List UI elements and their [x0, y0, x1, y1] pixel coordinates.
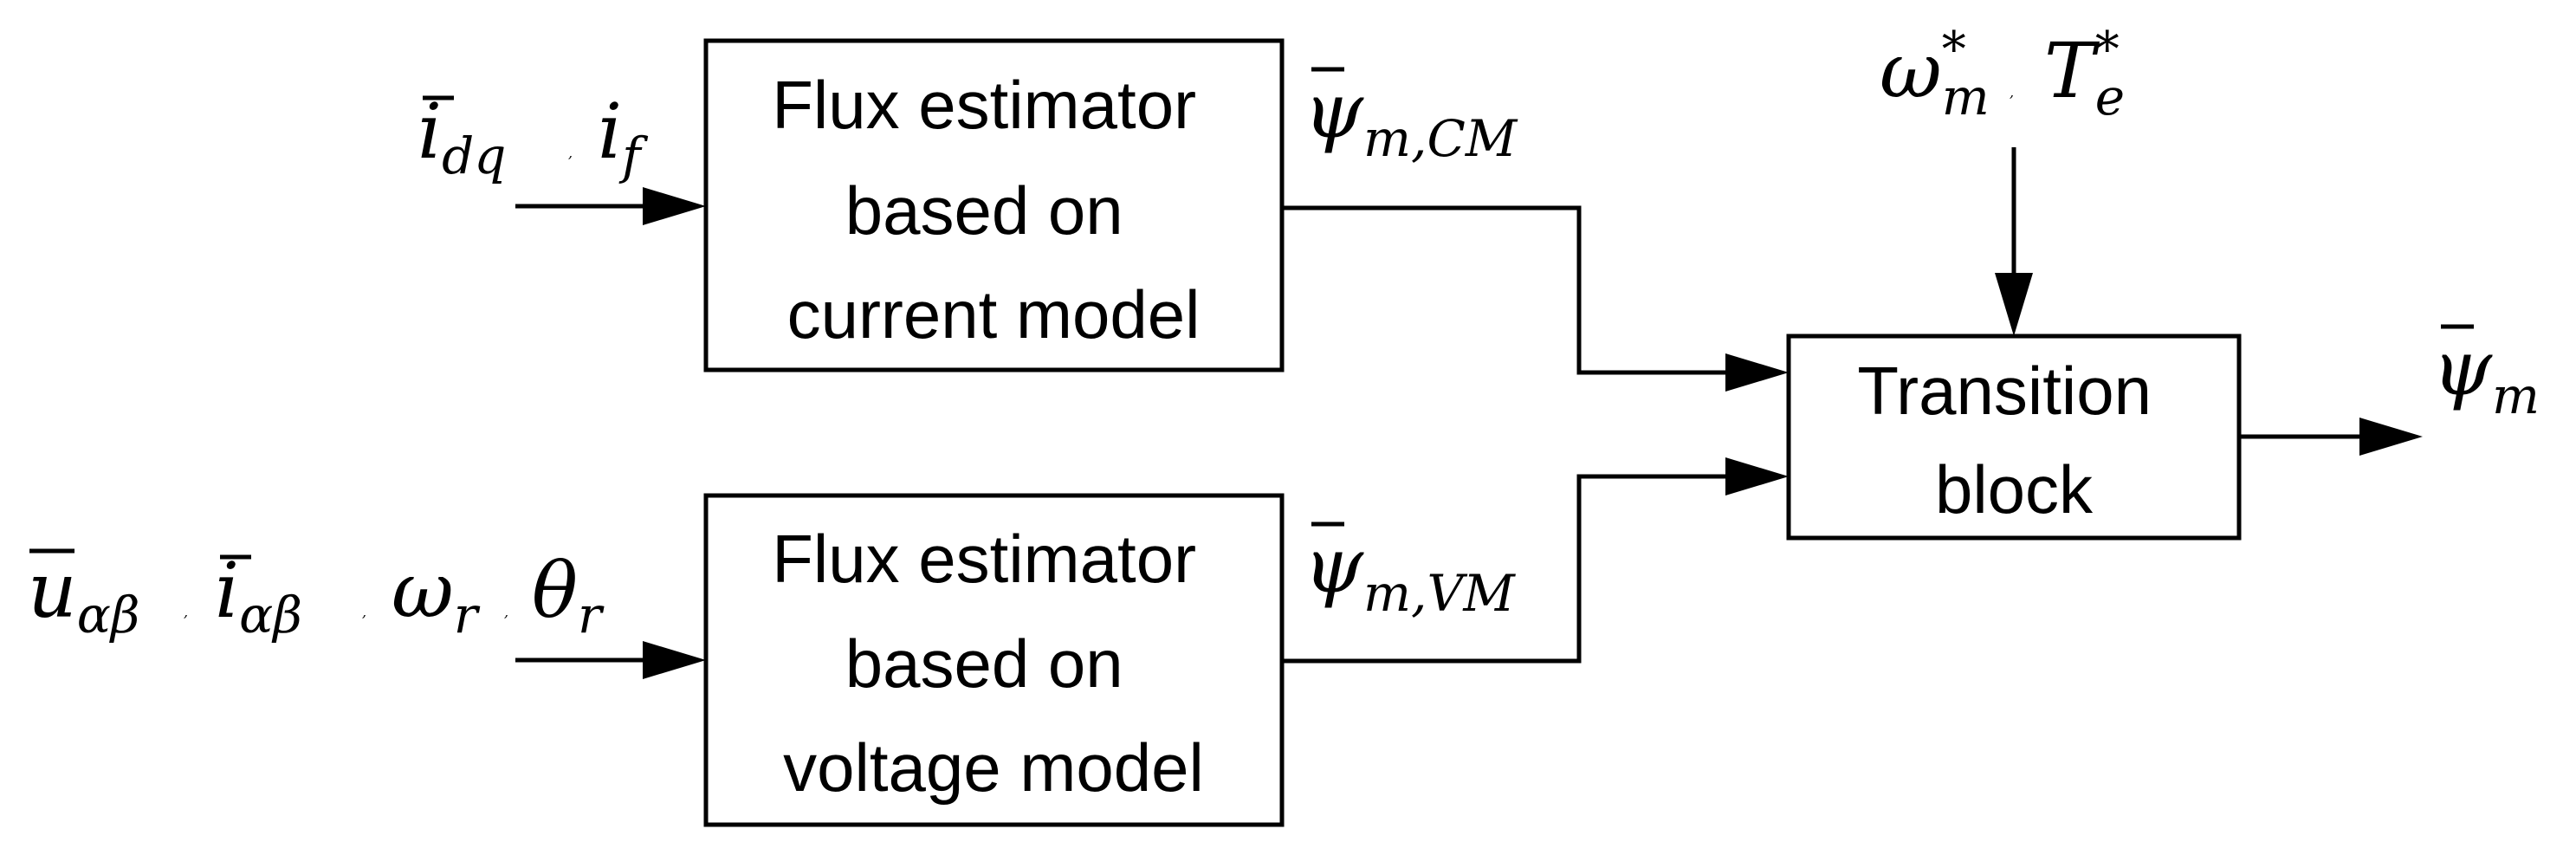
cm-input-term-1-base: i: [417, 87, 442, 176]
vm-input-term-2-sub: αβ: [239, 586, 302, 644]
cm-block-line-3: current model: [787, 276, 1201, 353]
vm-input-separator-2: ,: [362, 604, 366, 620]
vm-input-arrow: [515, 641, 706, 679]
svg-text:Flux estimator based on: Flux estimator based on current model: [772, 67, 1214, 353]
vm-input-separator-1: ,: [184, 604, 188, 620]
cm-input-separator: ,: [568, 145, 573, 161]
vm-block-line-3: voltage model: [783, 729, 1204, 806]
svg-text:ψm,VM: ψm,VM: [1304, 521, 1516, 623]
reference-input-arrow: [1995, 147, 2033, 336]
vm-input-term-4-base: θ: [532, 546, 578, 635]
reference-term-2-sub: e: [2095, 68, 2125, 126]
svg-text:Transition block: Transition block: [1857, 353, 2170, 528]
cm-block-line-1: Flux estimator: [772, 67, 1196, 143]
reference-term-2-sup: *: [2095, 22, 2120, 78]
cm-input-label: idq , if: [417, 87, 649, 185]
vm-input-term-4-sub: r: [578, 586, 605, 644]
reference-term-1-sup: *: [1942, 22, 1966, 78]
cm-input-term-2-sub: f: [618, 126, 649, 185]
final-output-arrow: [2239, 418, 2423, 456]
vm-input-label: uαβ , iαβ , ωr , θr: [28, 546, 605, 644]
svg-text:T*e: T*e: [2044, 22, 2125, 126]
vm-input-term-3-sub: r: [454, 586, 481, 644]
vm-input-term-3-base: ω: [392, 546, 454, 635]
vm-input-term-2-base: i: [215, 546, 239, 635]
transition-block-line-2: block: [1935, 451, 2094, 528]
cm-input-term-2-base: i: [598, 87, 622, 176]
vm-block-line-2: based on: [845, 625, 1123, 702]
svg-text:uαβ: uαβ: [28, 546, 139, 644]
cm-output-label: ψm,CM: [1304, 66, 1518, 168]
reference-term-1-base: ω: [1880, 26, 1942, 115]
voltage-model-estimator-block: Flux estimator based on voltage model: [703, 493, 1285, 827]
reference-term-1-sub: m: [1942, 68, 1990, 126]
transition-block: Transition block: [1786, 334, 2242, 541]
svg-text:ψm: ψm: [2432, 323, 2540, 425]
svg-text:ω*m: ω*m: [1880, 22, 1990, 126]
svg-text:idq: idq: [417, 87, 506, 185]
vm-input-term-1-sub: αβ: [77, 586, 140, 644]
final-output-sub: m: [2492, 366, 2540, 425]
cm-output-sub: m,CM: [1363, 109, 1518, 168]
vm-output-label: ψm,VM: [1304, 521, 1516, 623]
final-output-label: ψm: [2432, 323, 2540, 425]
svg-text:ωr: ωr: [392, 546, 481, 644]
reference-input-label: ω*m , T*e: [1880, 22, 2125, 126]
cm-output-base: ψ: [1304, 66, 1364, 155]
vm-input-term-1-base: u: [28, 546, 77, 635]
cm-block-line-2: based on: [845, 172, 1123, 249]
cm-output-wire: [1282, 205, 1789, 392]
vm-output-base: ψ: [1304, 521, 1364, 610]
svg-text:Flux estimator based on: Flux estimator based on voltage model: [772, 521, 1214, 806]
vm-output-sub: m,VM: [1363, 564, 1516, 623]
reference-separator: ,: [2010, 84, 2014, 100]
vm-output-wire: [1282, 457, 1789, 664]
transition-block-line-1: Transition: [1857, 353, 2152, 429]
vm-block-line-1: Flux estimator: [772, 521, 1196, 597]
reference-term-2-base: T: [2044, 26, 2100, 115]
vm-input-separator-3: ,: [504, 604, 508, 620]
cm-input-arrow: [515, 187, 706, 225]
final-output-base: ψ: [2432, 323, 2493, 412]
svg-text:iαβ: iαβ: [215, 546, 302, 644]
svg-text:θr: θr: [532, 546, 605, 644]
svg-text:ψm,CM: ψm,CM: [1304, 66, 1518, 168]
current-model-estimator-block: Flux estimator based on current model: [703, 38, 1285, 372]
cm-input-term-1-sub: dq: [442, 126, 506, 185]
svg-text:if: if: [598, 87, 649, 185]
